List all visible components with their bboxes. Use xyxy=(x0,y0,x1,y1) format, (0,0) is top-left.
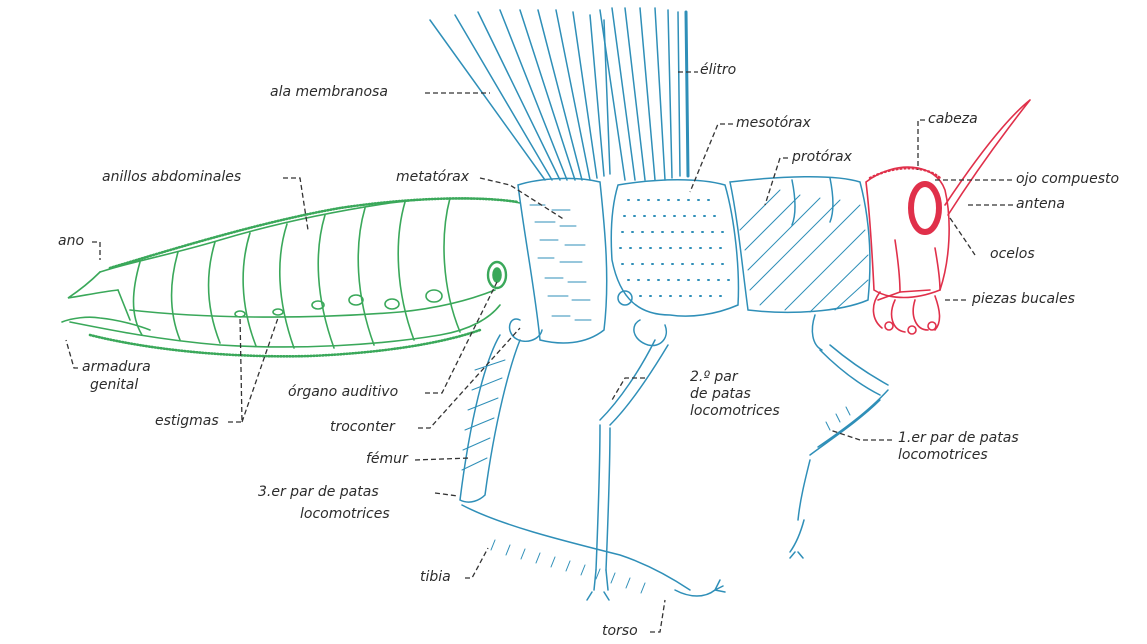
head-sutures xyxy=(895,240,940,292)
front-tibia xyxy=(810,390,888,455)
mid-tibia xyxy=(596,425,610,570)
leader-ocelos xyxy=(950,218,975,255)
mid-femur xyxy=(600,340,668,425)
label-tercer-par-2: locomotrices xyxy=(300,506,390,523)
leader-tercer-par xyxy=(435,493,458,496)
label-elitro: élitro xyxy=(700,62,736,79)
elytron-fan xyxy=(600,8,680,180)
label-armadura-genital-2: genital xyxy=(90,377,138,394)
front-coxa xyxy=(812,315,822,350)
leader-torso xyxy=(650,600,665,632)
tympanal-organ-inner xyxy=(493,268,501,282)
leader-ano xyxy=(92,242,100,260)
label-torso: torso xyxy=(602,623,638,640)
label-piezas-bucales: piezas bucales xyxy=(972,291,1075,308)
label-ocelos: ocelos xyxy=(990,246,1035,263)
prothorax-ridges xyxy=(792,178,833,225)
label-primer-par-1: 1.er par de patas xyxy=(898,430,1019,447)
label-segundo-par-1: 2.º par xyxy=(690,369,738,386)
label-ano: ano xyxy=(58,233,84,250)
label-armadura-genital-1: armadura xyxy=(82,359,151,376)
mesothorax-dots xyxy=(620,200,733,296)
genital-upper xyxy=(68,272,118,298)
label-ojo-compuesto: ojo compuesto xyxy=(1016,171,1119,188)
abdomen-dorsal-hairs xyxy=(110,198,518,268)
spiracle-5 xyxy=(385,299,399,309)
front-tarsus xyxy=(790,460,810,558)
metathorax-hatching xyxy=(530,205,591,320)
label-estigmas: estigmas xyxy=(155,413,219,430)
label-segundo-par-3: locomotrices xyxy=(690,403,780,420)
spiracle-4 xyxy=(349,295,363,305)
hind-tarsus xyxy=(675,580,725,596)
leader-cabeza xyxy=(918,120,925,170)
head-capsule xyxy=(866,167,949,297)
spiracle-2 xyxy=(273,309,283,315)
hind-leg-coxa xyxy=(510,319,542,341)
leader-estigmas xyxy=(228,316,278,422)
label-protorax: protórax xyxy=(792,149,852,166)
abdomen-dorsal-outline xyxy=(100,198,520,272)
compound-eye xyxy=(911,184,939,232)
leader-armadura xyxy=(66,340,78,368)
label-ala-membranosa: ala membranosa xyxy=(270,84,388,101)
metathorax-block xyxy=(518,178,607,343)
spiracle-6 xyxy=(426,290,442,302)
leader-femur xyxy=(415,458,470,460)
label-anillos-abdominales: anillos abdominales xyxy=(102,169,241,186)
label-antena: antena xyxy=(1016,196,1065,213)
label-troconter: troconter xyxy=(330,419,395,436)
label-metatorax: metatórax xyxy=(396,169,469,186)
label-primer-par-2: locomotrices xyxy=(898,447,988,464)
leader-tibia xyxy=(465,548,488,578)
leader-organo-auditivo xyxy=(425,282,497,393)
hind-tibia xyxy=(462,505,690,590)
label-mesotorax: mesotórax xyxy=(736,115,811,132)
thorax xyxy=(430,8,888,600)
label-cabeza: cabeza xyxy=(928,111,978,128)
abdomen-ventral-hairs xyxy=(90,330,480,356)
label-femur: fémur xyxy=(366,451,408,468)
hind-femur xyxy=(460,335,520,502)
mid-leg-coxa xyxy=(634,320,666,346)
head-vertex-hairs xyxy=(870,168,940,178)
hind-wing-fan xyxy=(430,10,610,180)
prothorax-hatching xyxy=(740,190,868,312)
front-femur xyxy=(820,345,888,395)
abdomen-tip xyxy=(118,290,130,320)
label-segundo-par-2: de patas xyxy=(690,386,751,403)
leader-protorax xyxy=(765,158,788,205)
abdomen xyxy=(62,198,520,356)
elytron-costa xyxy=(686,12,688,176)
label-organo-auditivo: órgano auditivo xyxy=(288,384,398,401)
hind-tibia-spines xyxy=(491,540,645,593)
label-tercer-par-1: 3.er par de patas xyxy=(258,484,379,501)
mouthparts xyxy=(873,290,939,332)
leader-lines xyxy=(66,72,1013,632)
label-tibia: tibia xyxy=(420,569,451,586)
